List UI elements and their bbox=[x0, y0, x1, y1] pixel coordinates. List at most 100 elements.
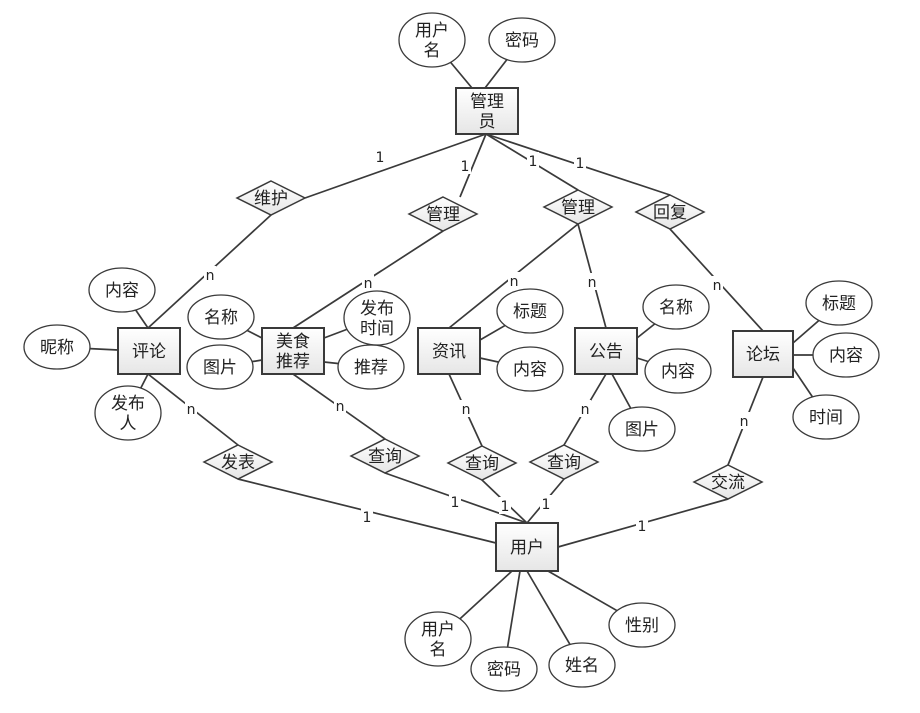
cardinality-bg bbox=[499, 497, 511, 514]
attribute-oval bbox=[792, 394, 860, 440]
attribute-user-gender: 性别 bbox=[608, 602, 676, 648]
attribute-label: 密码 bbox=[487, 660, 521, 680]
cardinality-reply-forum: n bbox=[713, 278, 722, 294]
entity-box bbox=[417, 327, 481, 375]
attribute-oval bbox=[608, 406, 676, 452]
attribute-label: 名 bbox=[424, 41, 441, 61]
attribute-label: 内容 bbox=[661, 362, 695, 382]
relationship-label: 查询 bbox=[465, 454, 499, 474]
entity-admin: 管理员 bbox=[455, 87, 519, 135]
relationship-label: 交流 bbox=[711, 473, 745, 493]
cardinality-manage-food-food: n bbox=[364, 276, 373, 292]
attribute-admin-password: 密码 bbox=[488, 17, 556, 63]
cardinality-food-query: n bbox=[336, 399, 345, 415]
entity-label: 论坛 bbox=[746, 345, 780, 365]
attribute-oval bbox=[398, 12, 466, 68]
attribute-oval bbox=[187, 294, 255, 340]
attribute-forum-time: 时间 bbox=[792, 394, 860, 440]
attribute-oval bbox=[548, 642, 616, 688]
relationship-query-notice: 查询 bbox=[528, 444, 600, 480]
entity-label: 公告 bbox=[589, 342, 623, 362]
attribute-oval bbox=[812, 332, 880, 378]
attribute-oval bbox=[88, 267, 156, 313]
attribute-label: 时间 bbox=[360, 319, 394, 339]
cardinality-admin-maintain: 1 bbox=[376, 150, 385, 166]
attribute-label: 推荐 bbox=[354, 358, 388, 378]
cardinality-bg bbox=[185, 400, 197, 417]
cardinality-manage-news-news: n bbox=[510, 274, 519, 290]
attribute-user-name: 姓名 bbox=[548, 642, 616, 688]
attribute-comment-author: 发布人 bbox=[94, 385, 162, 441]
cardinality-bg bbox=[334, 397, 346, 414]
cardinality-bg bbox=[636, 517, 648, 534]
cardinality-bg bbox=[362, 274, 374, 291]
relationship-diamond bbox=[349, 438, 421, 474]
attribute-label: 性别 bbox=[625, 616, 659, 636]
relationship-exchange: 交流 bbox=[692, 464, 764, 500]
relationship-diamond bbox=[542, 189, 614, 225]
entity-box bbox=[732, 330, 794, 378]
entity-label: 用户 bbox=[510, 538, 544, 558]
attribute-oval bbox=[642, 284, 710, 330]
attribute-oval bbox=[805, 280, 873, 326]
cardinality-notice-query: n bbox=[581, 402, 590, 418]
attribute-label: 时间 bbox=[809, 408, 843, 428]
attribute-label: 名称 bbox=[204, 308, 238, 328]
cardinality-query-news-user: 1 bbox=[501, 499, 510, 515]
attribute-forum-content: 内容 bbox=[812, 332, 880, 378]
attribute-label: 内容 bbox=[513, 360, 547, 380]
relationship-publish: 发表 bbox=[202, 444, 274, 480]
entity-label: 员 bbox=[479, 112, 496, 132]
cardinality-bg bbox=[459, 157, 471, 174]
entity-box bbox=[574, 327, 638, 375]
relationship-label: 回复 bbox=[653, 203, 687, 223]
attribute-label: 内容 bbox=[105, 281, 139, 301]
attribute-notice-content: 内容 bbox=[644, 348, 712, 394]
relationship-query-food: 查询 bbox=[349, 438, 421, 474]
cardinality-query-notice-user: 1 bbox=[542, 497, 551, 513]
attribute-user-username: 用户名 bbox=[404, 611, 472, 667]
entity-news: 资讯 bbox=[417, 327, 481, 375]
attribute-label: 图片 bbox=[625, 420, 659, 440]
entity-forum: 论坛 bbox=[732, 330, 794, 378]
entity-comment: 评论 bbox=[117, 327, 181, 375]
attribute-label: 标题 bbox=[822, 294, 856, 314]
attribute-label: 人 bbox=[120, 414, 137, 434]
cardinality-bg bbox=[374, 148, 386, 165]
attribute-label: 发布 bbox=[111, 394, 145, 414]
attribute-oval bbox=[608, 602, 676, 648]
attribute-comment-content: 内容 bbox=[88, 267, 156, 313]
cardinality-manage-news-notice: n bbox=[588, 275, 597, 291]
entity-label: 资讯 bbox=[432, 342, 466, 362]
cardinality-news-query: n bbox=[462, 402, 471, 418]
cardinality-bg bbox=[540, 495, 552, 512]
relationship-query-news: 查询 bbox=[446, 445, 518, 481]
relationship-manage-food: 管理 bbox=[407, 196, 479, 232]
attribute-food-recommend: 推荐 bbox=[337, 344, 405, 390]
cardinality-bg bbox=[579, 400, 591, 417]
attribute-label: 名称 bbox=[659, 298, 693, 318]
relationship-label: 管理 bbox=[561, 198, 595, 218]
entity-box bbox=[455, 87, 519, 135]
entity-label: 评论 bbox=[132, 342, 166, 362]
attribute-label: 密码 bbox=[505, 31, 539, 51]
relationship-diamond bbox=[407, 196, 479, 232]
attribute-label: 内容 bbox=[829, 346, 863, 366]
relationship-label: 管理 bbox=[426, 205, 460, 225]
entity-label: 推荐 bbox=[276, 352, 310, 372]
relationship-diamond bbox=[528, 444, 600, 480]
attribute-notice-image: 图片 bbox=[608, 406, 676, 452]
relationship-diamond bbox=[634, 194, 706, 230]
relationship-label: 查询 bbox=[368, 447, 402, 467]
cardinality-bg bbox=[361, 508, 373, 525]
relationship-diamond bbox=[692, 464, 764, 500]
attribute-forum-title: 标题 bbox=[805, 280, 873, 326]
cardinality-bg bbox=[586, 273, 598, 290]
cardinality-comment-publish: n bbox=[187, 402, 196, 418]
attribute-food-name: 名称 bbox=[187, 294, 255, 340]
attribute-oval bbox=[496, 288, 564, 334]
cardinality-exchange-user: 1 bbox=[638, 519, 647, 535]
attribute-news-content: 内容 bbox=[496, 346, 564, 392]
relationship-label: 查询 bbox=[547, 453, 581, 473]
